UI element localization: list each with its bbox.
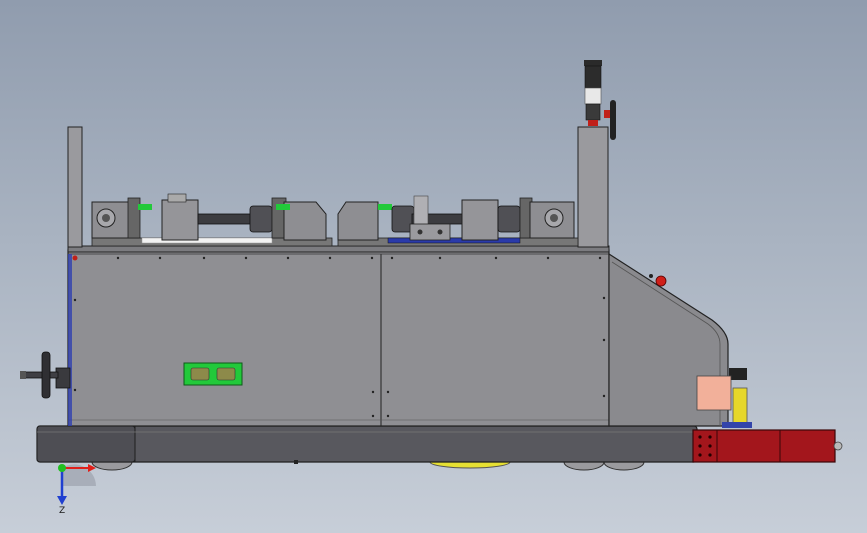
handle <box>604 100 616 140</box>
left-post <box>67 126 83 248</box>
right-post <box>577 126 609 248</box>
roller-assembly-left <box>91 193 333 247</box>
base-frame <box>36 425 698 464</box>
axis-z-label: Z <box>59 506 65 516</box>
body-panel <box>67 249 610 427</box>
axis-triad: Z <box>57 464 96 516</box>
base-beam <box>36 425 698 463</box>
emergency-stop <box>655 275 667 287</box>
handwheel <box>20 351 71 399</box>
front-sensor <box>696 368 752 428</box>
axis-origin <box>58 464 66 472</box>
signal-tower <box>584 60 602 126</box>
main-body <box>67 249 610 427</box>
top-plate <box>67 245 610 253</box>
red-bumper <box>692 429 843 463</box>
roller-assembly-right <box>337 195 579 247</box>
base-left-block <box>36 425 136 463</box>
